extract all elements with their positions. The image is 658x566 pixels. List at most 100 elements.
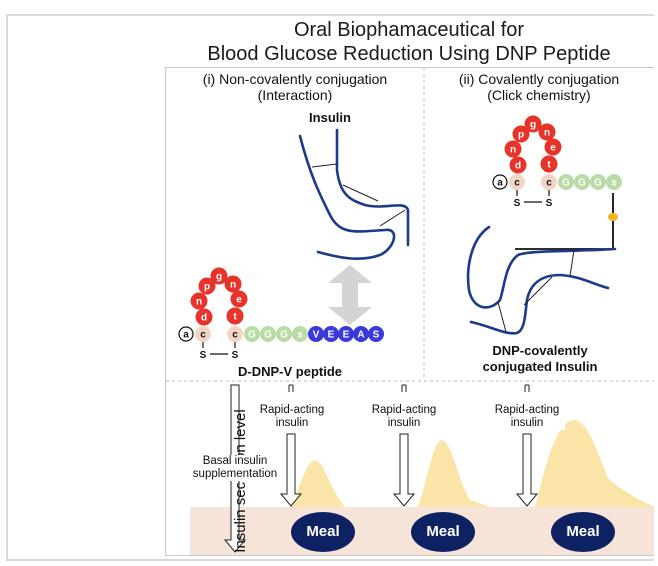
tail-residue-3-label: E (343, 330, 350, 341)
dnp-residue-1-label: n (510, 145, 516, 156)
panel-ii-subheading: (Click chemistry) (487, 87, 591, 103)
insulin-peak-2 (418, 440, 490, 507)
dnp-residue-3-label: p (204, 282, 210, 293)
linker-residue-3 (590, 174, 606, 190)
insulin-peak-3 (535, 420, 654, 507)
dnp-residue-6 (230, 290, 248, 308)
dnp-residue-2 (195, 308, 213, 326)
linker-residue-1 (244, 326, 260, 342)
tail-residue-2 (323, 326, 339, 342)
rapid-arrow-icon-1 (279, 384, 303, 507)
figure-title-line2: Blood Glucose Reduction Using DNP Peptid… (207, 43, 611, 65)
linker-residue-4 (606, 174, 622, 190)
dnp-residue-7-label: t (547, 160, 551, 171)
tail-residue-3 (338, 326, 354, 342)
panel-ii-heading: (ii) Covalently conjugation (458, 71, 620, 87)
linker-residue-1-label: G (248, 330, 256, 341)
tail-residue-5-label: S (373, 330, 380, 341)
dnp-residue-7 (226, 307, 244, 325)
binding-double-arrow (328, 265, 372, 325)
cysteine-residue-1 (509, 174, 525, 190)
cysteine-residue-1-label: c (514, 178, 520, 189)
panel-i-subheading: (Interaction) (257, 87, 333, 103)
linker-residue-3-label: G (280, 330, 288, 341)
click-linker-line-2 (515, 240, 614, 250)
dnp-residue-3-label: p (518, 130, 524, 141)
cysteine-residue-2 (541, 174, 557, 190)
dnp-residue-7-label: t (233, 312, 237, 323)
tail-residue-4-label: A (357, 330, 364, 341)
rapid-arrow-icon-2 (392, 384, 416, 507)
dnp-residue-4-label: g (216, 272, 222, 283)
dnp-residue-4 (210, 267, 228, 285)
meal-badge-3: Meal (551, 512, 615, 552)
dnp-residue-4 (524, 115, 542, 133)
linker-residue-4 (292, 326, 308, 342)
dnp-residue-1 (190, 292, 208, 310)
dnp-residue-1 (504, 140, 522, 158)
dnp-residue-5-label: n (544, 128, 550, 139)
rapid-label-3-line2: insulin (489, 417, 565, 430)
insulin-bonds-i (311, 163, 406, 227)
dnp-residue-4-label: g (530, 120, 536, 131)
linker-residue-4-label: s (611, 178, 617, 189)
conjugate-label-line2: conjugated Insulin (482, 359, 598, 374)
sulfur-atom-1: S (514, 198, 521, 209)
linker-residue-2 (574, 174, 590, 190)
rapid-label-1-line2: insulin (254, 417, 330, 430)
cysteine-residue-1 (195, 326, 211, 342)
cysteine-residue-2-label: c (232, 330, 238, 341)
sulfur-atom-2: S (232, 350, 239, 361)
linker-residue-3-label: G (594, 178, 602, 189)
n-terminal-residue-label: a (183, 330, 189, 341)
panel-i-heading: (i) Non-covalently conjugation (202, 71, 388, 87)
rapid-label-2-line2: insulin (366, 417, 442, 430)
dnp-residue-2 (509, 156, 527, 174)
linker-residue-1-label: G (562, 178, 570, 189)
linker-residue-2-label: G (578, 178, 586, 189)
y-axis-label: Insulin secretion level (232, 409, 249, 553)
conjugate-label-line1: DNP-covalently (492, 343, 588, 358)
insulin-peak-1 (290, 460, 345, 507)
tail-residue-4 (353, 326, 369, 342)
cysteine-residue-1-label: c (200, 330, 206, 341)
dnp-residue-6 (544, 138, 562, 156)
rapid-label-2-line1: Rapid-acting (366, 404, 442, 417)
click-linkage-icon (608, 213, 618, 221)
insulin-structure-i (298, 128, 410, 260)
figure-title-line1: Oral Biophamaceutical for (293, 19, 525, 41)
peptide-label: D-DNP-V peptide (238, 364, 342, 379)
n-terminal-residue (492, 174, 508, 190)
tail-residue-5 (368, 326, 384, 342)
meal-badge-1: Meal (291, 512, 355, 552)
dnp-residue-2-label: d (201, 313, 207, 324)
linker-residue-2-label: G (264, 330, 272, 341)
dnp-residue-1-label: n (196, 297, 202, 308)
dnp-residue-3 (198, 277, 216, 295)
n-terminal-residue (178, 326, 194, 342)
linker-residue-4-label: s (297, 330, 303, 341)
rapid-label-1-line1: Rapid-acting (254, 404, 330, 417)
rapid-arrow-icon-3 (515, 384, 539, 507)
dnp-residue-2-label: d (515, 161, 521, 172)
basal-label-line2: supplementation (190, 468, 280, 481)
sulfur-atom-2: S (546, 198, 553, 209)
linker-residue-2 (260, 326, 276, 342)
dnp-residue-3 (512, 125, 530, 143)
linker-residue-3 (276, 326, 292, 342)
dnp-residue-6-label: e (236, 295, 242, 306)
meal-badge-2: Meal (411, 512, 475, 552)
figure-box (165, 67, 654, 556)
tail-residue-1 (308, 326, 324, 342)
insulin-bonds-ii (497, 249, 575, 333)
insulin-label: Insulin (309, 110, 351, 125)
rapid-label-3-line1: Rapid-acting (489, 404, 565, 417)
basal-label-line1: Basal insulin (190, 455, 280, 468)
cysteine-residue-2 (227, 326, 243, 342)
dnp-residue-6-label: e (550, 143, 556, 154)
cysteine-residue-2-label: c (546, 178, 552, 189)
